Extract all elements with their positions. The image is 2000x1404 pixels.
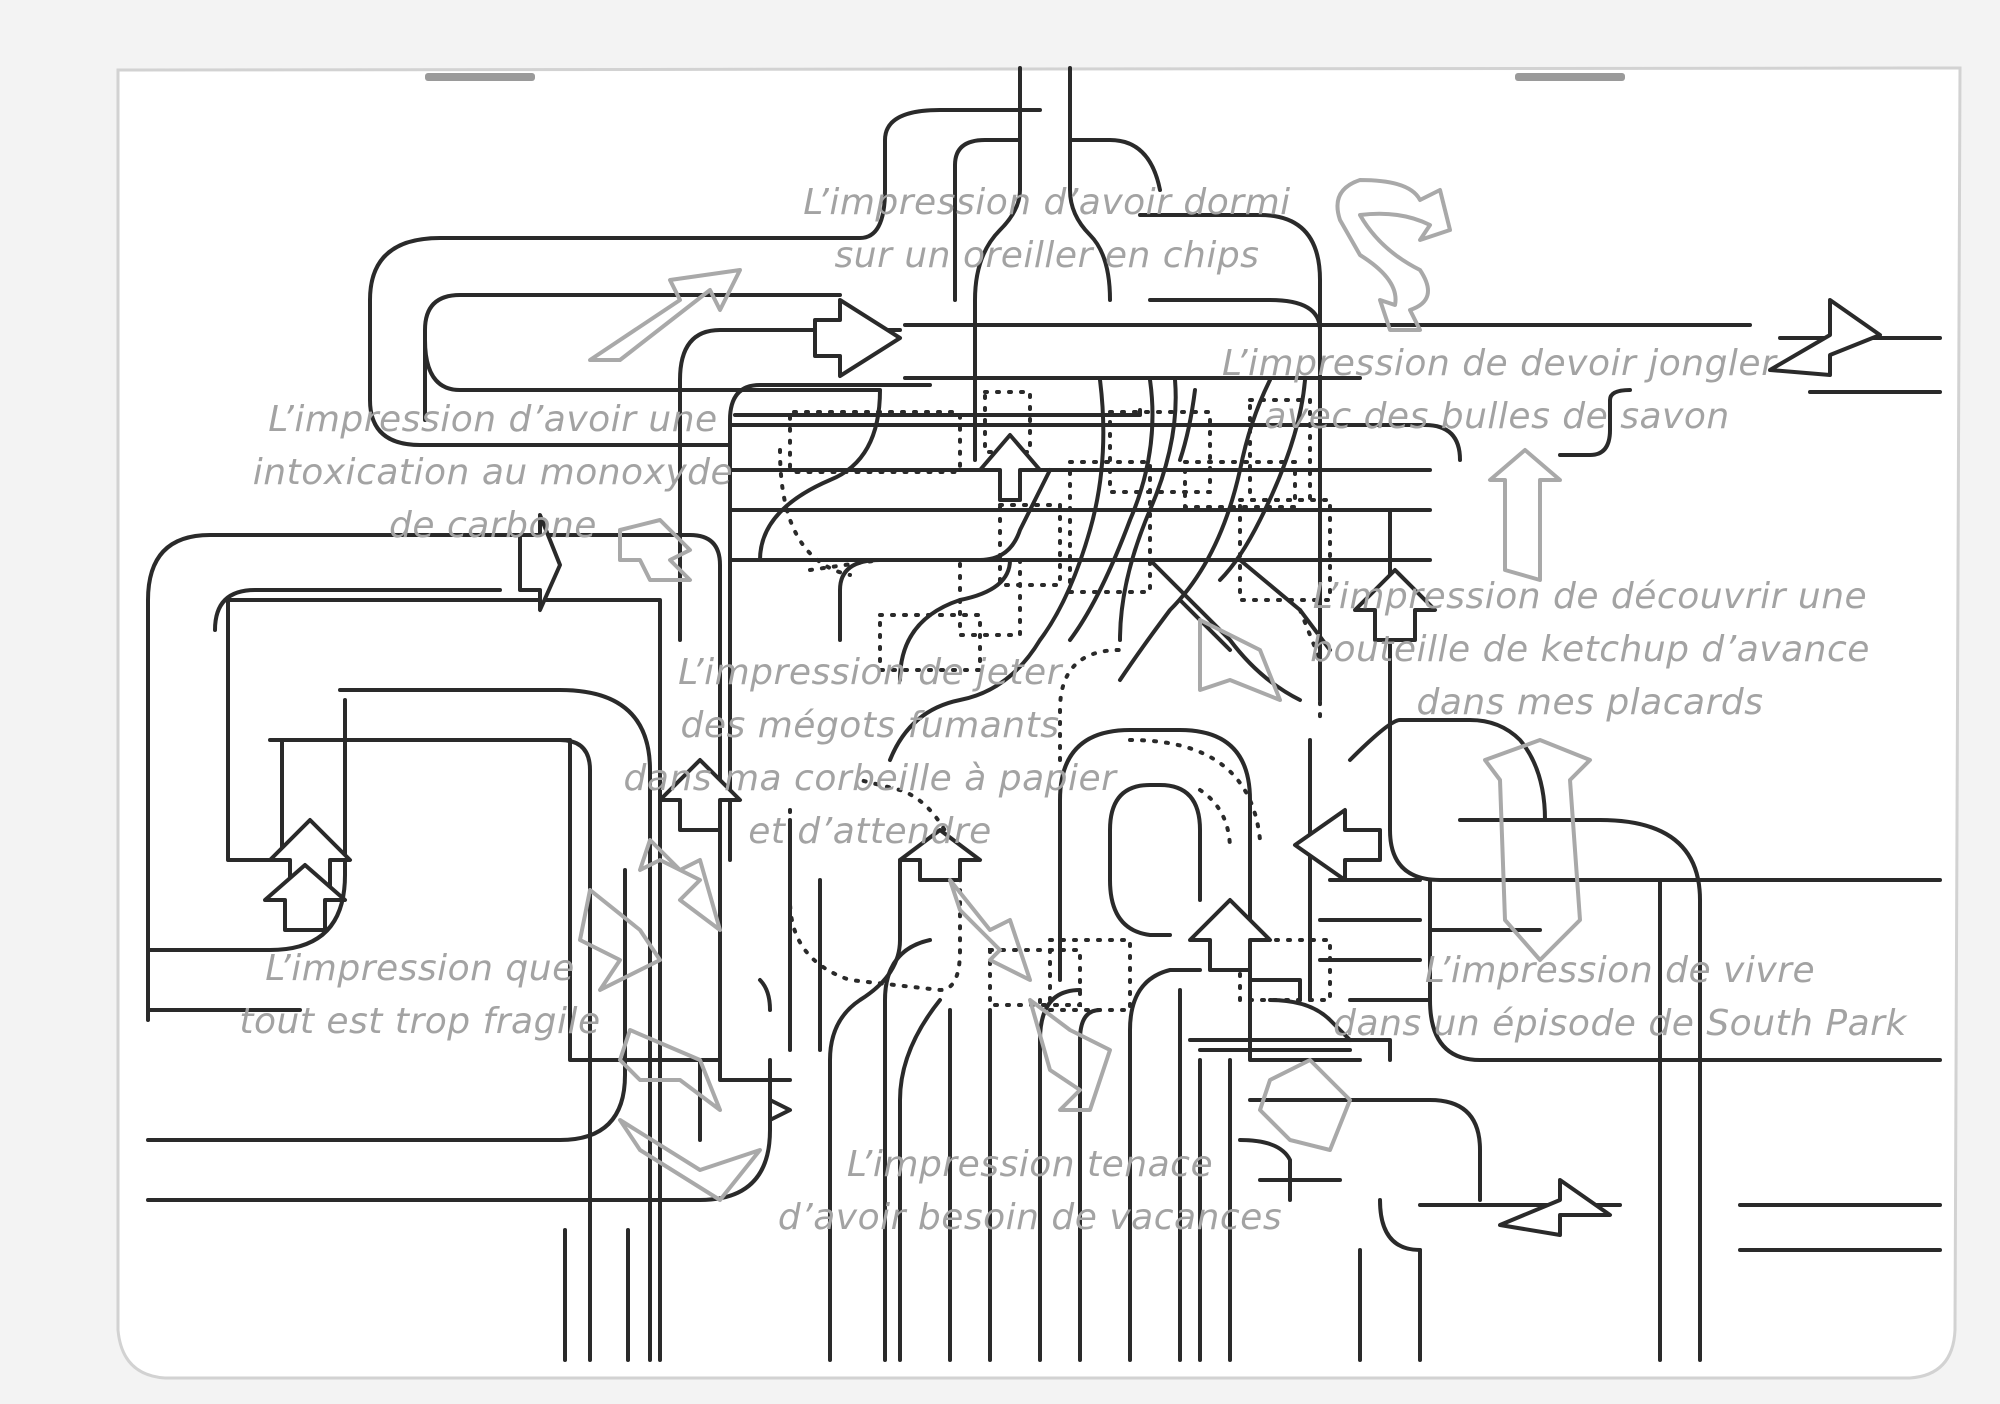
- arrow-up: [658, 758, 742, 832]
- caption-line: sur un oreiller en chips: [834, 235, 1260, 276]
- caption-line: des mégots fumants: [680, 705, 1060, 746]
- caption-line: dans mes placards: [1416, 682, 1764, 723]
- caption-line: L’impression de découvrir une: [1312, 576, 1868, 617]
- arrow-up: [263, 863, 347, 932]
- caption-line: de carbone: [389, 505, 597, 546]
- gray-arrows: [578, 178, 1592, 1202]
- caption-line: L’impression de jeter: [678, 652, 1062, 693]
- caption-line: avec des bulles de savon: [1264, 396, 1730, 437]
- arrow-right: [518, 513, 562, 612]
- caption-line: dans un épisode de South Park: [1333, 1003, 1907, 1044]
- arrow-up: [898, 828, 982, 882]
- caption-line: L’impression tenace: [846, 1144, 1214, 1185]
- caption-line: bouteille de ketchup d’avance: [1310, 629, 1870, 670]
- black-arrows: [263, 298, 1882, 1237]
- arrow-right: [768, 1098, 792, 1122]
- caption-line: L’impression d’avoir dormi: [803, 182, 1291, 223]
- caption-line: et d’attendre: [748, 811, 992, 852]
- caption-southpark: L’impression de vivre dans un épisode de…: [1320, 944, 1920, 1050]
- arrow-left: [1498, 1178, 1612, 1237]
- staple-left: [425, 73, 535, 81]
- caption-line: L’impression que: [265, 948, 575, 989]
- caption-monoxyde: L’impression d’avoir une intoxication au…: [248, 393, 738, 552]
- caption-line: L’impression de devoir jongler: [1222, 343, 1777, 384]
- caption-line: L’impression de vivre: [1424, 950, 1816, 991]
- caption-ketchup: L’impression de découvrir une bouteille …: [1310, 570, 1870, 729]
- caption-line: L’impression d’avoir une: [268, 399, 718, 440]
- caption-jongler: L’impression de devoir jongler avec des …: [1222, 337, 1777, 443]
- caption-megots: L’impression de jeter des mégots fumants…: [620, 646, 1120, 858]
- arrow-left: [1293, 808, 1382, 882]
- staple-right: [1515, 73, 1625, 81]
- arrow-right: [813, 298, 902, 378]
- arrow-up: [1188, 898, 1272, 972]
- arrow-up: [1353, 568, 1437, 642]
- dotted-paths: [778, 390, 1332, 1012]
- arrow-left: [1768, 298, 1882, 377]
- caption-fragile: L’impression que tout est trop fragile: [220, 942, 620, 1048]
- pipes: [146, 66, 1942, 1362]
- caption-vacances: L’impression tenace d’avoir besoin de va…: [770, 1138, 1290, 1244]
- arrow-up: [978, 433, 1042, 502]
- caption-line: tout est trop fragile: [239, 1001, 601, 1042]
- caption-line: d’avoir besoin de vacances: [777, 1197, 1283, 1238]
- caption-line: intoxication au monoxyde: [252, 452, 734, 493]
- caption-line: dans ma corbeille à papier: [623, 758, 1117, 799]
- caption-oreiller: L’impression d’avoir dormi sur un oreill…: [792, 176, 1302, 282]
